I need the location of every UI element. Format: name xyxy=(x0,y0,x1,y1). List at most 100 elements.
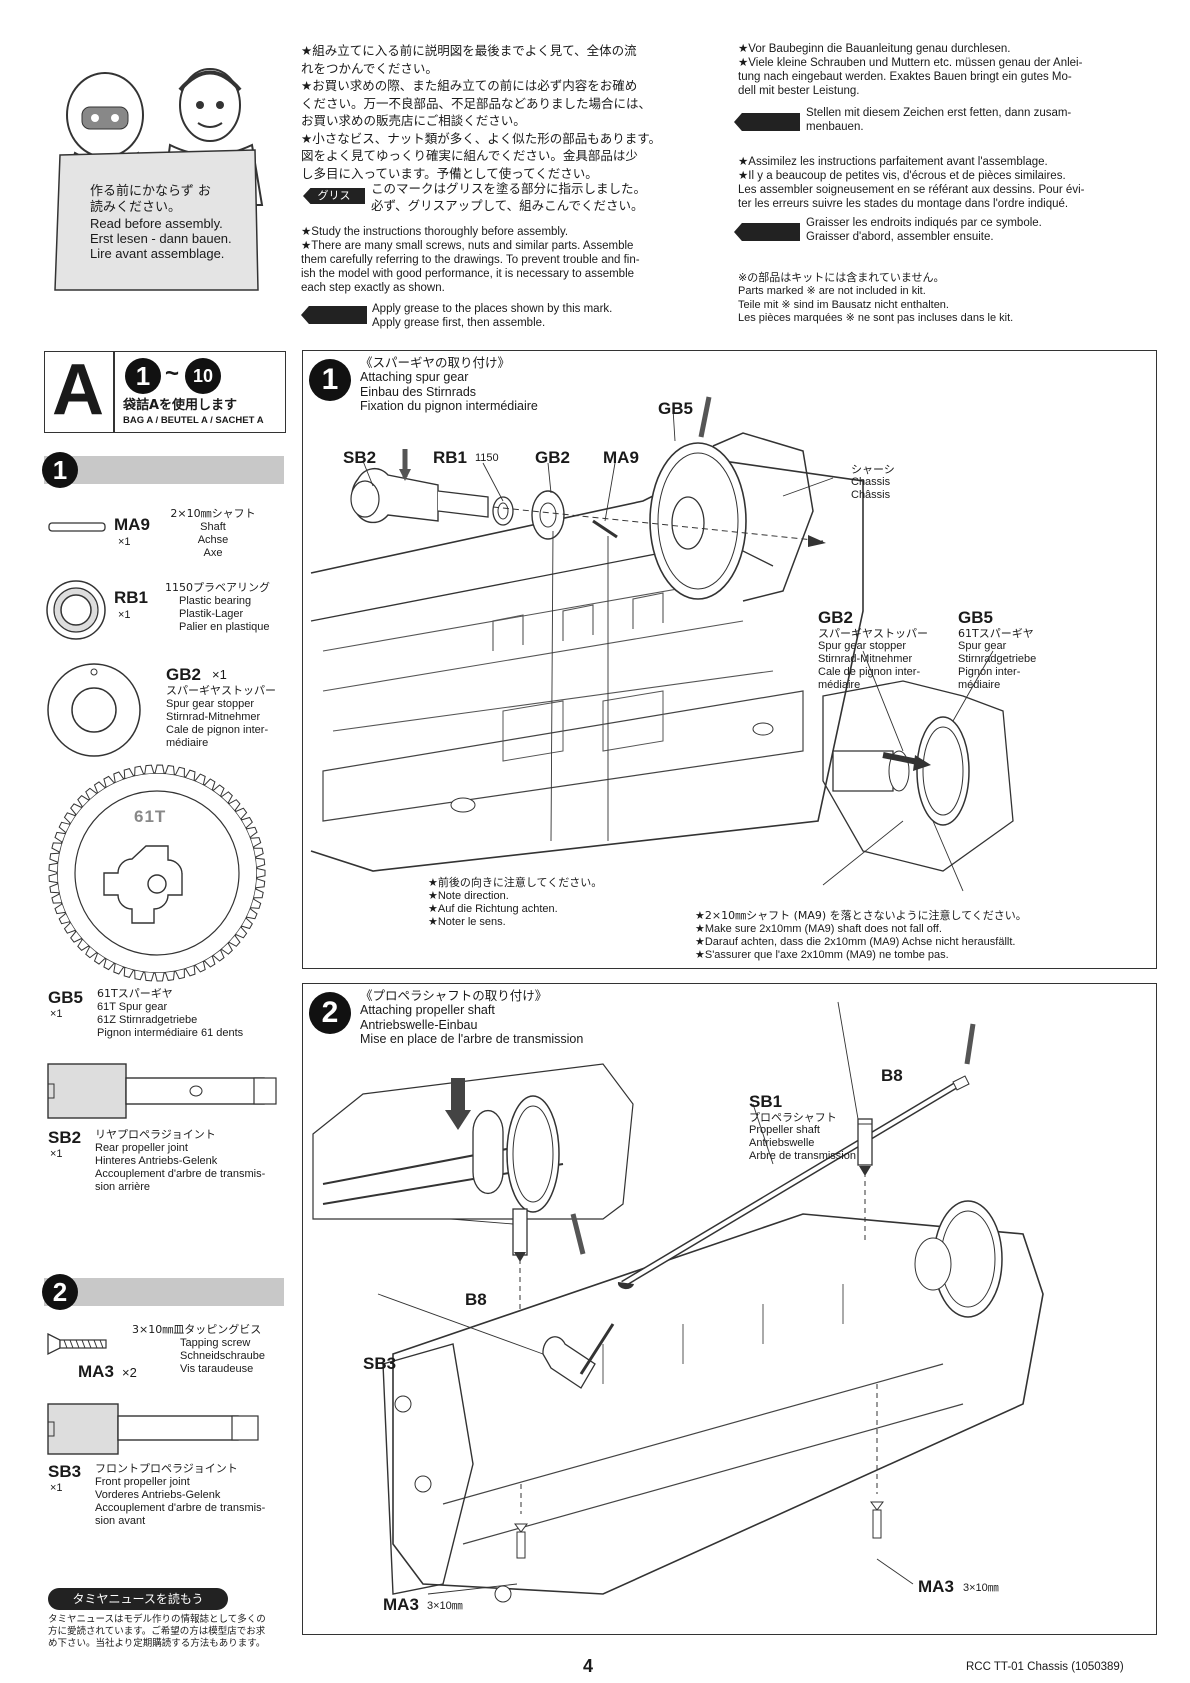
part-rb1-name-en: Plastic bearing xyxy=(179,595,252,607)
gear-tooth xyxy=(58,821,70,833)
grease-jp-line: 必ず、グリスアップして、組みこんでください。 xyxy=(371,198,644,213)
gear-tooth xyxy=(77,795,89,807)
grease-note-en: Apply grease to the places shown by this… xyxy=(372,302,692,330)
part-gb5-qty: ×1 xyxy=(50,1008,63,1020)
grease-mark-icon xyxy=(301,306,367,324)
grease-note-de: Stellen mit diesem Zeichen erst fetten, … xyxy=(806,106,1146,134)
detail-gb5-en: Spur gear xyxy=(958,640,1007,652)
step1-title-jp: 《スパーギヤの取り付け》 xyxy=(360,355,511,370)
chassis-label-fr: Châssis xyxy=(851,489,891,501)
intro-jp-line: し多目に入っています。予備として使ってください。 xyxy=(301,165,598,181)
gear-tooth xyxy=(49,852,60,863)
part-ma3-drawing xyxy=(46,1332,112,1361)
part-sb3-name-jp: フロントプロペラジョイント xyxy=(95,1462,238,1475)
part-gb5-name-de: 61Z Stirnradgetriebe xyxy=(97,1014,198,1026)
gear-tooth xyxy=(204,956,216,968)
part-sb3-name-fr: Accouplement d'arbre de transmis- xyxy=(95,1502,266,1514)
part-rb1-drawing xyxy=(44,578,108,647)
bag-jp: 袋詰Aを使用します xyxy=(123,398,238,413)
part-sb3-name-en: Front propeller joint xyxy=(95,1476,190,1488)
spur-gear-icon xyxy=(48,764,266,982)
chassis-label-jp: シャーシ xyxy=(851,463,895,476)
part-sb2-name-de: Hinteres Antriebs-Gelenk xyxy=(95,1155,218,1167)
mascot-illustration xyxy=(30,35,280,293)
sb1-name-fr: Arbre de transmission xyxy=(749,1150,856,1162)
intro-fr-line: ter les erreurs suivre les stades du mon… xyxy=(738,198,1069,210)
gear-tooth xyxy=(194,961,206,973)
gear-tooth xyxy=(123,768,134,779)
gear-tooth xyxy=(51,842,62,853)
gear-tooth xyxy=(253,888,264,899)
step1-label-rb1-size: 1150 xyxy=(475,452,499,464)
step2-number-text: 2 xyxy=(321,996,339,1029)
detail-gb2-en: Spur gear stopper xyxy=(818,640,907,652)
part-rb1-code: RB1 xyxy=(114,588,149,607)
intro-fr-line: ★Il y a beaucoup de petites vis, d'écrou… xyxy=(738,170,1066,182)
gear-tooth xyxy=(175,766,185,777)
parts-step2-num: 2 xyxy=(42,1274,78,1310)
step2-diagram xyxy=(312,1001,1044,1603)
step1-detail-gb2-code: GB2 xyxy=(818,608,853,627)
mascot-drawing xyxy=(54,68,264,291)
tamiya-news-line: タミヤニュースはモデル作りの情報誌として多くの xyxy=(48,1614,266,1625)
part-ma3-code: MA3 xyxy=(78,1362,114,1381)
part-gb5-code: GB5 xyxy=(48,988,83,1007)
part-ma3-name-en: Tapping screw xyxy=(180,1337,251,1349)
gear-tooth xyxy=(185,965,196,977)
part-ma9-name-de: Achse xyxy=(197,534,229,546)
step1-number: 1 xyxy=(309,359,351,401)
grease-tag-jp: グリス xyxy=(303,188,365,204)
document-id: RCC TT-01 Chassis (1050389) xyxy=(966,1661,1124,1673)
bag-letter: A xyxy=(52,350,104,430)
gear-tooth xyxy=(123,967,134,978)
gear-tooth xyxy=(228,935,241,947)
gear-tooth xyxy=(164,971,175,981)
gear-tooth xyxy=(48,873,58,884)
part-ma3-name: 3×10㎜皿タッピングビス Tapping screw Schneidschra… xyxy=(132,1323,265,1376)
bag-range-from: 1 xyxy=(125,358,161,394)
part-ma9-name: 2×10㎜シャフト Shaft Achse Axe xyxy=(163,507,263,560)
step2-ma3-left-size: 3×10㎜ xyxy=(427,1600,463,1612)
parts-step2-banner xyxy=(44,1278,284,1306)
gear-tooth xyxy=(221,943,233,955)
part-sb2-name-fr-2: sion arrière xyxy=(95,1181,151,1193)
gear-tooth xyxy=(77,939,89,951)
intro-en-line: them carefully referring to the drawings… xyxy=(301,254,640,266)
part-rb1-name-fr: Palier en plastique xyxy=(179,621,270,633)
intro-en-line: ★There are many small screws, nuts and s… xyxy=(301,240,634,252)
part-gb2-drawing xyxy=(44,660,144,765)
part-gb5-drawing: 61T xyxy=(42,762,272,984)
gear-tooth xyxy=(113,963,124,975)
parts-step1-banner xyxy=(44,456,284,484)
step2-ma3-right-size: 3×10㎜ xyxy=(963,1582,999,1594)
not-included-fr: Les pièces marquées ※ ne sont pas inclus… xyxy=(738,312,1014,324)
step1-label-sb2: SB2 xyxy=(343,448,377,467)
part-ma9-code: MA9 xyxy=(114,515,150,534)
not-included-de: Teile mit ※ sind im Bausatz nicht enthal… xyxy=(738,298,949,311)
intro-de-line: tung nach eingebaut werden. Exaktes Baue… xyxy=(738,71,1072,83)
gear-tooth xyxy=(70,803,82,815)
intro-de-line: dell mit bester Leistung. xyxy=(738,85,860,97)
front-joint-icon xyxy=(47,1403,259,1455)
grease-note-jp: このマークはグリスを塗る部分に指示しました。 必ず、グリスアップして、組みこんで… xyxy=(371,180,691,214)
gear-tooth xyxy=(241,816,253,829)
part-rb1-qty: ×1 xyxy=(118,609,131,621)
gear-tooth xyxy=(235,926,248,939)
grease-jp-line: このマークはグリスを塗る部分に指示しました。 xyxy=(371,181,647,196)
part-sb2-name: リヤプロペラジョイント Rear propeller joint Hintere… xyxy=(95,1128,265,1194)
gear-tooth xyxy=(213,784,225,797)
gear-tooth xyxy=(134,765,144,776)
part-rb1-name: 1150プラベアリング Plastic bearing Plastik-Lage… xyxy=(165,581,270,634)
intro-jp-line: ★組み立てに入る前に説明図を最後までよく見て、全体の流 xyxy=(301,43,637,58)
bag-range-to: 10 xyxy=(185,358,221,394)
part-ma9-name-en: Shaft xyxy=(200,521,226,533)
intro-de: ★Vor Baubeginn die Bauanleitung genau du… xyxy=(738,42,1148,98)
note-direction-en: ★Note direction. xyxy=(428,890,509,902)
part-sb2-qty: ×1 xyxy=(50,1148,63,1160)
detail-gb5-fr: Pignon inter- xyxy=(958,666,1021,678)
parts-step2-num-text: 2 xyxy=(52,1276,68,1307)
detail-gb5-jp: 61Tスパーギヤ xyxy=(958,627,1034,640)
grease-note-fr: Graisser les endroits indiqués par ce sy… xyxy=(806,216,1146,244)
step1-title-de: Einbau des Stirnrads xyxy=(360,384,477,399)
gear-tooth xyxy=(185,769,196,781)
